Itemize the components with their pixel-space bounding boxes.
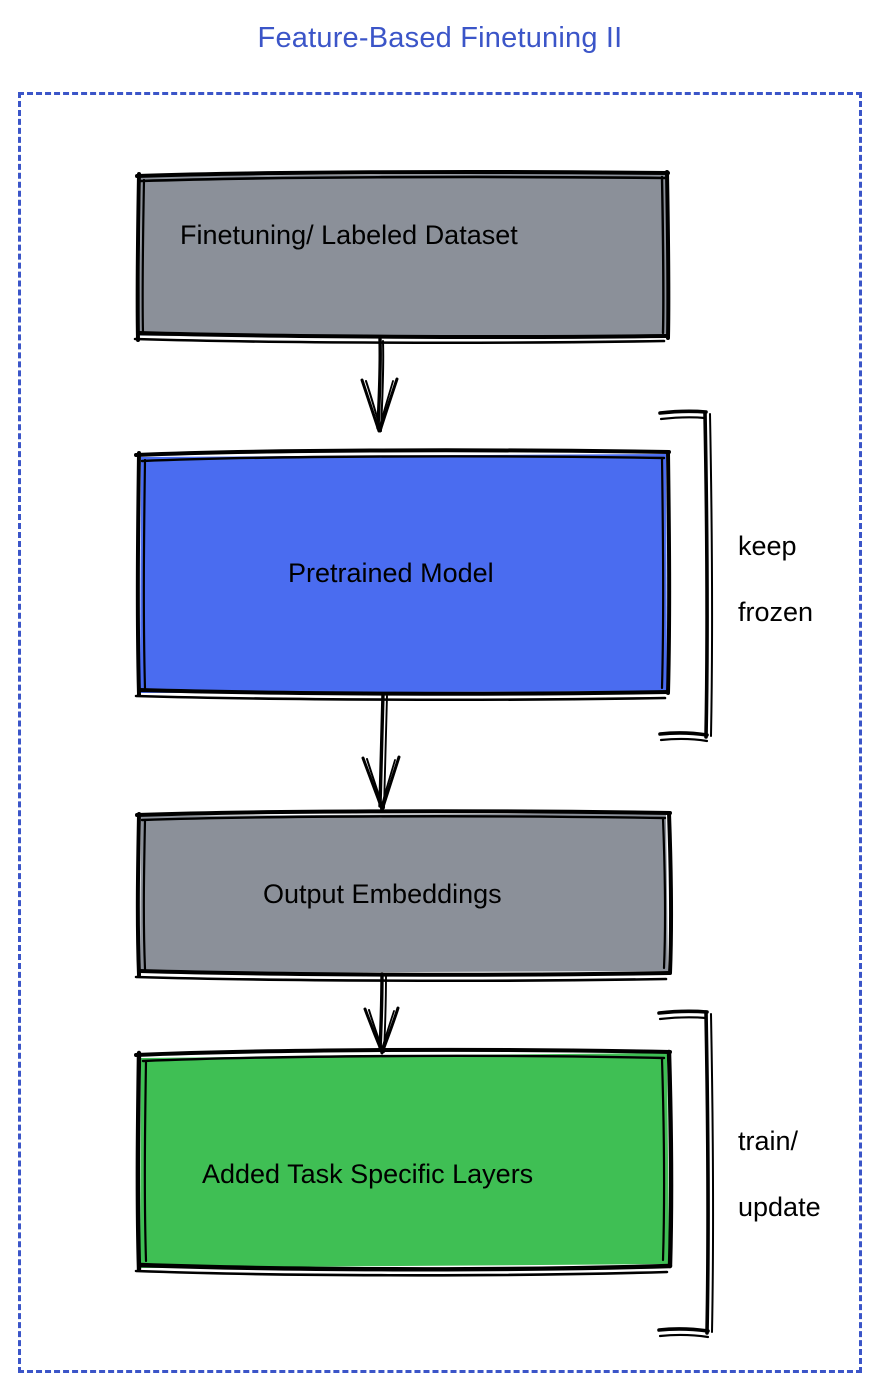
node-dataset[interactable] — [138, 172, 668, 339]
annotation-keep-frozen: keep frozen — [738, 497, 813, 662]
node-embeddings[interactable] — [138, 812, 668, 974]
node-label-dataset: Finetuning/ Labeled Dataset — [180, 220, 518, 250]
annotation-train-update-line1: train/ — [738, 1125, 799, 1156]
dashed-container-border — [18, 92, 862, 1373]
node-label-embeddings: Output Embeddings — [263, 879, 502, 909]
page-title: Feature-Based Finetuning II — [257, 22, 623, 54]
node-layers[interactable] — [138, 1052, 668, 1267]
node-pretrained[interactable] — [138, 452, 668, 694]
annotation-keep-frozen-line1: keep — [738, 530, 797, 561]
annotation-train-update: train/ update — [738, 1092, 821, 1257]
annotation-keep-frozen-line2: frozen — [738, 596, 814, 627]
node-label-pretrained: Pretrained Model — [288, 558, 494, 588]
node-label-layers: Added Task Specific Layers — [202, 1159, 534, 1189]
annotation-train-update-line2: update — [738, 1191, 821, 1222]
